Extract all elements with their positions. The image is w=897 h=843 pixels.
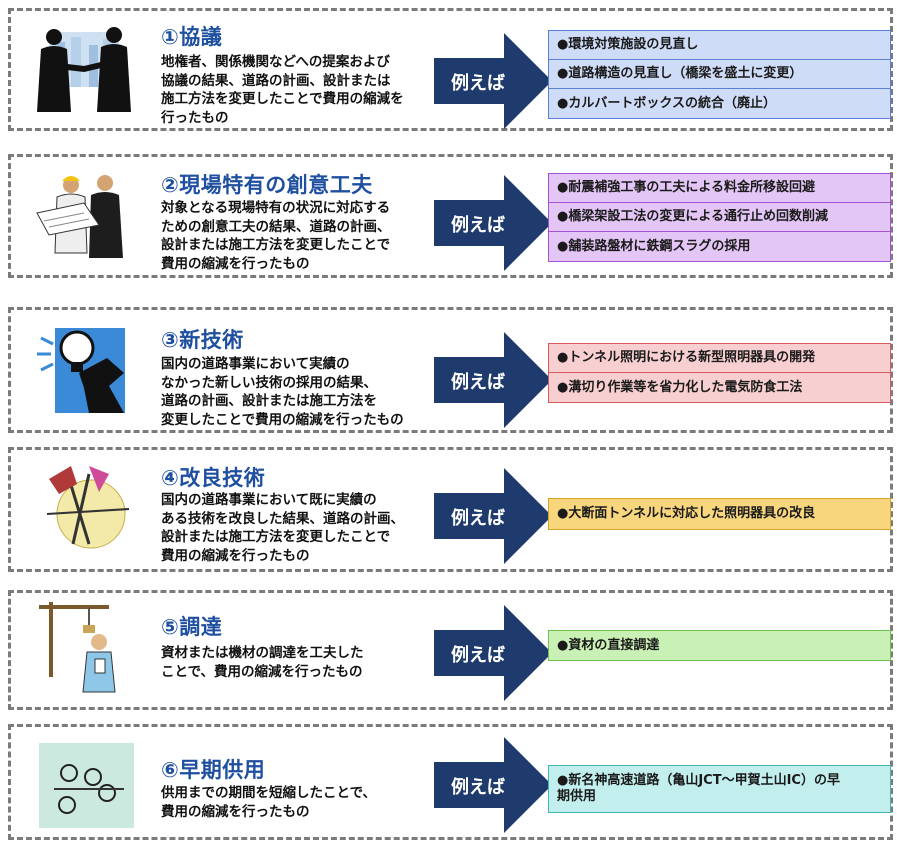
handshake-illustration (29, 17, 139, 127)
section-title: ③新技術 (161, 324, 244, 354)
section-description: 地権者、関係機関などへの提案および 協議の結果、道路の計画、設計または 施工方法… (161, 54, 404, 126)
example-box: ●新名神高速道路（亀山JCT～甲賀土山IC）の早 期供用 (548, 765, 891, 813)
section-description: 対象となる現場特有の状況に対応する ための創意工夫の結果、道路の計画、 設計また… (161, 200, 391, 272)
example-box: ●大断面トンネルに対応した照明器具の改良 (548, 498, 891, 530)
section-title: ⑥早期供用 (161, 754, 265, 784)
section-description: 国内の道路事業において既に実績の ある技術を改良した結果、道路の計画、 設計また… (161, 492, 404, 564)
lightbulb-illustration (29, 318, 139, 428)
example-item: ●トンネル照明における新型照明器具の開発 (549, 344, 890, 373)
section-number: ⑤ (161, 615, 180, 639)
section-title: ④改良技術 (161, 462, 265, 492)
section-number: ② (161, 173, 180, 197)
example-box: ●資材の直接調達 (548, 630, 891, 661)
example-arrow-label: 例えば (451, 372, 505, 393)
example-arrow-label: 例えば (451, 777, 505, 798)
section-title-text: 現場特有の創意工夫 (179, 173, 373, 197)
crane-worker-illustration (29, 597, 139, 707)
section-number: ④ (161, 466, 180, 490)
example-item: ●大断面トンネルに対応した照明器具の改良 (557, 506, 816, 521)
section-description: 国内の道路事業において実績の なかった新しい技術の採用の結果、 道路の計画、設計… (161, 356, 404, 428)
example-item: ●舗装路盤材に鉄鋼スラグの採用 (557, 238, 751, 254)
example-item: ●カルバートボックスの統合（廃止） (557, 95, 776, 111)
example-arrow: 例えば (434, 332, 552, 428)
category-section: ⑤調達資材または機材の調達を工夫した ことで、費用の縮減を行ったもの 例えば ●資… (8, 590, 893, 710)
example-item: ●資材の直接調達 (557, 637, 660, 653)
section-title-text: 調達 (179, 615, 223, 639)
example-item: ●環境対策施設の見直し (549, 31, 890, 60)
example-item: ●道路構造の見直し（橋梁を盛土に変更） (549, 60, 890, 89)
example-arrow: 例えば (434, 175, 552, 271)
category-section: ①協議地権者、関係機関などへの提案および 協議の結果、道路の計画、設計または 施… (8, 8, 893, 131)
clock-illustration (29, 733, 139, 843)
category-section: ③新技術国内の道路事業において実績の なかった新しい技術の採用の結果、 道路の計… (8, 307, 893, 433)
example-arrow-label: 例えば (451, 645, 505, 666)
example-arrow-label: 例えば (451, 215, 505, 236)
example-item: ●橋梁架設工法の変更による通行止め回数削減 (549, 203, 890, 232)
section-title-text: 新技術 (179, 328, 244, 352)
section-title-text: 改良技術 (179, 466, 266, 490)
example-box: ●トンネル照明における新型照明器具の開発 ●溝切り作業等を省力化した電気防食工法 (548, 343, 891, 403)
engineers-illustration (29, 163, 139, 273)
example-item: ●溝切り作業等を省力化した電気防食工法 (557, 379, 803, 395)
section-title-text: 早期供用 (179, 758, 266, 782)
section-title: ⑤調達 (161, 611, 222, 641)
drafting-illustration (29, 454, 139, 564)
section-title-text: 協議 (179, 25, 223, 49)
section-description: 資材または機材の調達を工夫した ことで、費用の縮減を行ったもの (161, 645, 364, 680)
section-number: ① (161, 25, 180, 49)
example-item: ●耐震補強工事の工夫による料金所移設回避 (549, 174, 890, 203)
example-arrow: 例えば (434, 33, 552, 129)
example-arrow: 例えば (434, 605, 552, 701)
section-title: ①協議 (161, 21, 222, 51)
section-description: 供用までの期間を短縮したことで、 費用の縮減を行ったもの (161, 785, 377, 820)
example-item: ●新名神高速道路（亀山JCT～甲賀土山IC）の早 期供用 (557, 773, 840, 804)
example-arrow-label: 例えば (451, 508, 505, 529)
category-section: ⑥早期供用供用までの期間を短縮したことで、 費用の縮減を行ったもの 例えば●新名… (8, 724, 893, 840)
section-title: ②現場特有の創意工夫 (161, 169, 373, 199)
example-arrow: 例えば (434, 737, 552, 833)
example-arrow-label: 例えば (451, 73, 505, 94)
section-number: ③ (161, 328, 180, 352)
example-box: ●環境対策施設の見直し●道路構造の見直し（橋梁を盛土に変更） ●カルバートボックス… (548, 30, 891, 119)
category-section: ②現場特有の創意工夫対象となる現場特有の状況に対応する ための創意工夫の結果、道… (8, 154, 893, 278)
category-section: ④改良技術国内の道路事業において既に実績の ある技術を改良した結果、道路の計画、… (8, 447, 893, 572)
example-box: ●耐震補強工事の工夫による料金所移設回避●橋梁架設工法の変更による通行止め回数削… (548, 173, 891, 262)
example-arrow: 例えば (434, 468, 552, 564)
section-number: ⑥ (161, 758, 180, 782)
